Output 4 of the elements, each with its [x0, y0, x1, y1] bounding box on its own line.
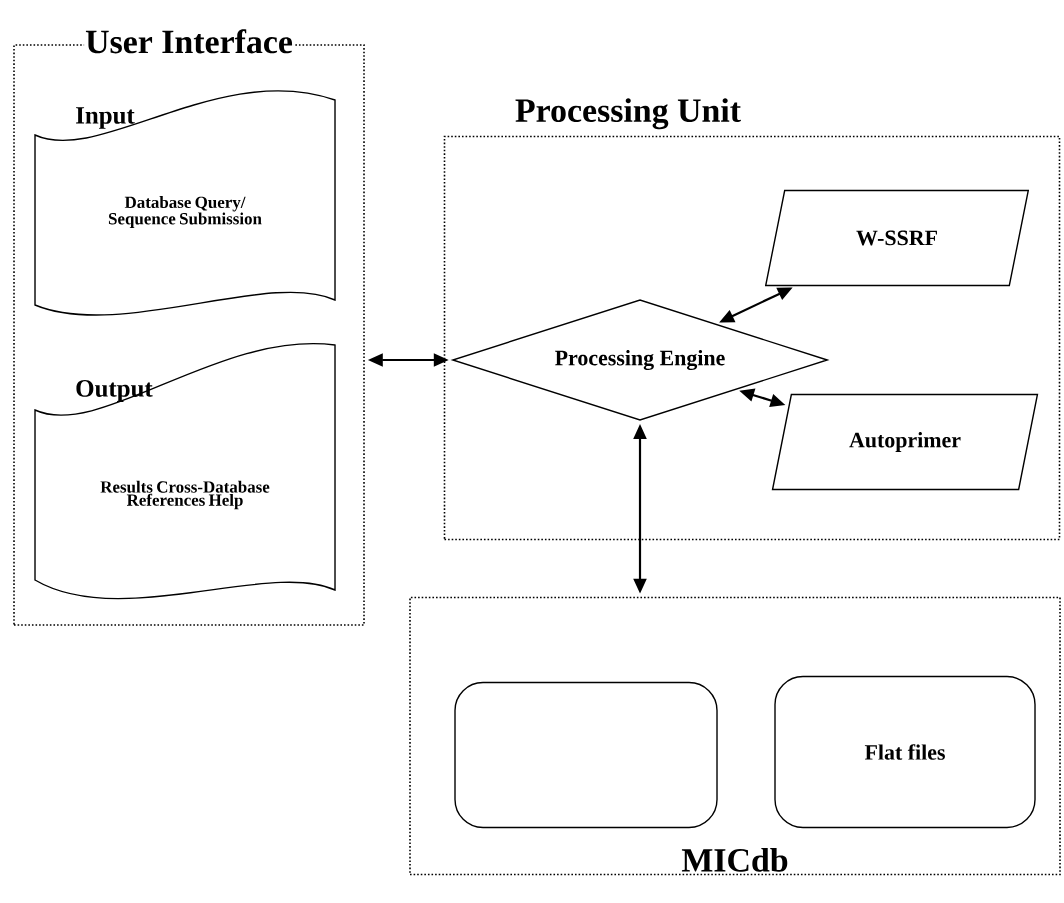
- storage-box: [454, 681, 718, 829]
- node-label: Processing Unit: [515, 98, 741, 130]
- data-parallelogram: Autoprimer: [771, 393, 1039, 491]
- storage-box: Flat files: [774, 675, 1036, 829]
